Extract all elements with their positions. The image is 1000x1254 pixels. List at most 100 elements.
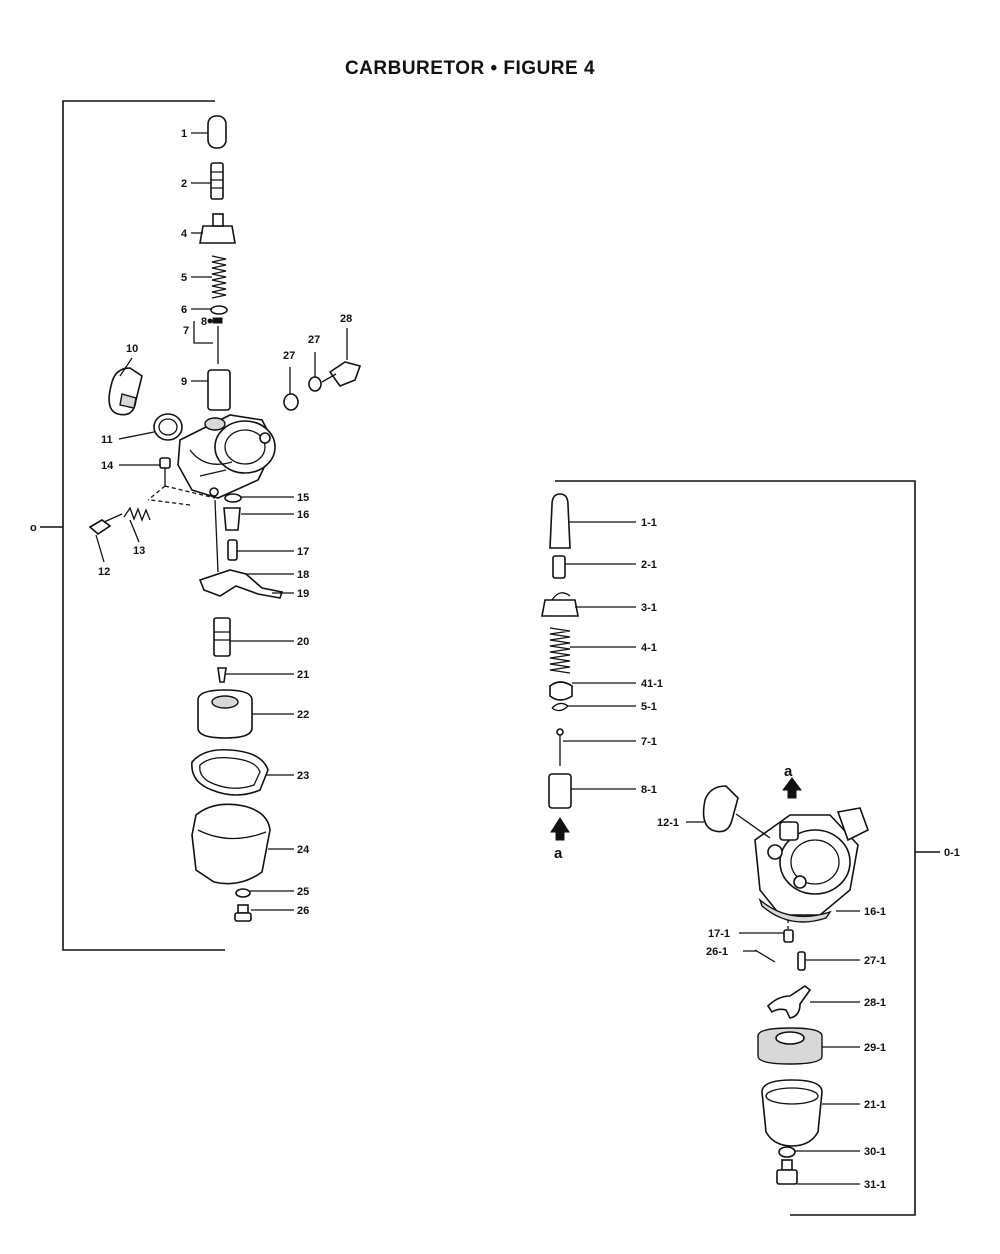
part-carburetor-body: [177, 414, 276, 499]
part-washer: [235, 888, 251, 898]
callout-7-1: 7-1: [641, 736, 657, 748]
part-31-1-bolt: [776, 1169, 798, 1185]
callout-16-1: 16-1: [864, 906, 886, 918]
callout-27a: 27: [283, 350, 295, 362]
part-30-1-washer: [778, 1146, 796, 1158]
right-bracket: [555, 480, 940, 1216]
right-ref-label: 0-1: [944, 847, 960, 859]
part-throttle-valve: [207, 369, 231, 411]
callout-15: 15: [297, 492, 309, 504]
callout-5-1: 5-1: [641, 701, 657, 713]
part-idle-screw: [159, 457, 171, 469]
callout-5: 5: [181, 272, 187, 284]
part-top-nut: [199, 225, 236, 244]
part-right-carburetor-body: [754, 807, 869, 923]
callout-14: 14: [101, 460, 114, 472]
part-o-ring: [224, 493, 242, 503]
callout-27-1: 27-1: [864, 955, 886, 967]
part-27-1-pin: [797, 951, 806, 971]
callout-1: 1: [181, 128, 187, 140]
part-idle-spring: [123, 506, 151, 522]
callout-26-1: 26-1: [706, 946, 728, 958]
part-4-1-spring: [549, 627, 571, 674]
callout-24: 24: [297, 844, 310, 856]
callout-28-1: 28-1: [864, 997, 886, 1009]
part-2-1-screw: [552, 555, 566, 579]
right-callouts: 1-1 2-1 3-1 4-1 41-1 5-1 7-1 8-1 12-1 16…: [641, 517, 886, 1191]
part-41-1-cup: [549, 681, 573, 701]
part-adjuster-screw: [210, 162, 224, 200]
callout-23: 23: [297, 770, 309, 782]
left-ref-label: o: [30, 522, 37, 534]
left-bracket: [40, 100, 225, 951]
callout-8-1: 8-1: [641, 784, 657, 796]
figure-title: CARBURETOR • FIGURE 4: [344, 58, 596, 79]
callout-3-1: 3-1: [641, 602, 657, 614]
part-5-1-clip: [551, 702, 569, 712]
arrow-a-left: [550, 817, 570, 841]
callout-25: 25: [297, 886, 309, 898]
part-washer-27a: [283, 393, 299, 411]
callout-8: 8: [201, 316, 207, 328]
part-clamp: [108, 367, 143, 416]
callout-13: 13: [133, 545, 145, 557]
part-17-1-jet: [783, 929, 794, 943]
callout-2-1: 2-1: [641, 559, 657, 571]
part-float-bowl: [191, 803, 271, 885]
left-assembly: o: [30, 100, 362, 951]
callout-30-1: 30-1: [864, 1146, 886, 1158]
part-28-1-float-arm: [766, 985, 812, 1019]
part-float-arm: [198, 569, 284, 599]
callout-6: 6: [181, 304, 187, 316]
callout-21: 21: [297, 669, 309, 681]
callout-18: 18: [297, 569, 309, 581]
callout-26: 26: [297, 905, 309, 917]
callout-2: 2: [181, 178, 187, 190]
marker-a-left: a: [554, 845, 563, 862]
callout-41-1: 41-1: [641, 678, 663, 690]
part-1-1-cap: [549, 493, 571, 549]
callout-9: 9: [181, 376, 187, 388]
right-part-drawings: a a: [541, 493, 869, 1185]
callout-12: 12: [98, 566, 110, 578]
arrow-a-right: [782, 777, 802, 799]
part-washer-27b: [308, 376, 322, 392]
part-main-jet: [227, 539, 238, 561]
part-float-needle: [217, 667, 227, 683]
callout-22: 22: [297, 709, 309, 721]
callout-1-1: 1-1: [641, 517, 657, 529]
part-ring-gasket: [153, 413, 183, 441]
part-21-1-bowl: [761, 1079, 823, 1147]
callout-21-1: 21-1: [864, 1099, 886, 1111]
callout-4: 4: [181, 228, 188, 240]
right-leader-lines: [563, 521, 860, 1185]
part-drain-bolt: [234, 912, 252, 922]
left-part-drawings: [88, 115, 362, 922]
callout-10: 10: [126, 343, 138, 355]
part-3-1-nut: [541, 599, 579, 617]
callout-31-1: 31-1: [864, 1179, 886, 1191]
marker-a-right: a: [784, 763, 793, 780]
part-12-1-clamp: [702, 785, 739, 833]
part-jet-holder: [223, 507, 241, 531]
callout-12-1: 12-1: [657, 817, 679, 829]
callout-19: 19: [297, 588, 309, 600]
callout-7: 7: [183, 325, 189, 337]
callout-17-1: 17-1: [708, 928, 730, 940]
part-29-1-float: [757, 1027, 823, 1065]
callout-28: 28: [340, 313, 352, 325]
part-bowl-gasket: [191, 748, 269, 796]
right-assembly: 0-1 a a: [541, 480, 960, 1216]
part-8-1-valve: [548, 773, 572, 809]
part-spring: [211, 255, 227, 299]
part-fuel-fitting: [328, 361, 362, 387]
part-7-1-needle: [556, 728, 564, 736]
part-cap: [207, 115, 227, 149]
callout-17: 17: [297, 546, 309, 558]
part-mixture-screw: [88, 519, 112, 536]
part-26-1-screw: [754, 949, 776, 963]
callout-16: 16: [297, 509, 309, 521]
callout-11: 11: [101, 434, 113, 446]
part-needle-jet: [213, 617, 231, 657]
